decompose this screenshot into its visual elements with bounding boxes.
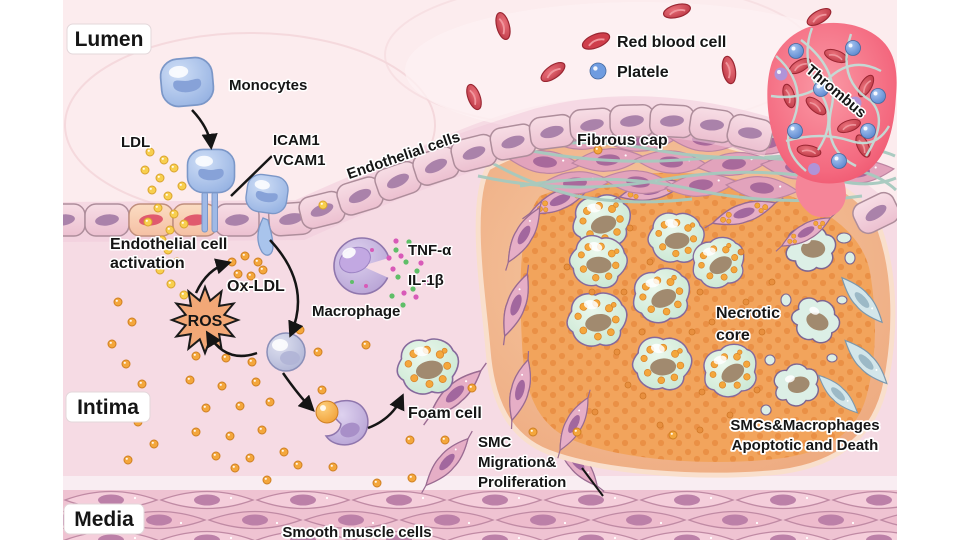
endothelial-activation-label-line1: Endothelial cell <box>110 236 227 253</box>
smc-label-line1: SMC <box>478 434 512 451</box>
media-label: Media <box>74 508 134 531</box>
necrotic-core-label-line2: core <box>716 327 750 344</box>
vcam1-label: VCAM1 <box>273 152 326 169</box>
apoptotic-cells <box>760 225 894 419</box>
smc-label-line3: Proliferation <box>478 474 566 491</box>
platelet-label: Platele <box>617 64 669 81</box>
engulfed-oxldl-particle <box>315 400 339 424</box>
red-blood-cell-legend-icon <box>581 32 611 50</box>
monocyte-differentiating <box>266 332 306 372</box>
macrophage-label: Macrophage <box>312 303 400 320</box>
monocyte-adhering <box>186 148 236 233</box>
tnf-alpha-dots <box>389 239 423 308</box>
thrombus-region <box>767 22 897 218</box>
red-blood-cell-label: Red blood cell <box>617 34 726 51</box>
platelet-legend-icon <box>589 62 607 80</box>
endothelium <box>63 96 897 242</box>
il-1b-label: IL-1β <box>408 272 444 289</box>
intima-media-gap <box>63 476 897 492</box>
fibrous-cap-label: Fibrous cap <box>577 132 668 149</box>
lumen-label: Lumen <box>75 28 144 51</box>
process-arrows <box>191 109 405 430</box>
lumen-label-box <box>66 23 152 55</box>
lumen-highlight <box>405 2 875 138</box>
icam-vcam-receptor <box>201 191 208 233</box>
icam-pointer-line <box>230 155 273 197</box>
apoptotic-label-line1: SMCs&Macrophages <box>730 417 879 434</box>
monocyte-in-lumen <box>158 55 216 109</box>
il-1b-dots <box>386 238 429 300</box>
arrow-monocyte-adhesion <box>191 109 218 151</box>
thrombus-platelets <box>774 40 886 175</box>
macrophage-secreting <box>333 237 394 295</box>
foam-cell-label: Foam cell <box>408 405 482 422</box>
right-margin <box>897 0 960 540</box>
arrow-to-ros <box>205 330 258 358</box>
ox-ldl-label: Ox-LDL <box>227 278 285 295</box>
arrow-transmigration <box>269 239 304 338</box>
arrow-to-engulfing <box>281 372 315 412</box>
icam1-label: ICAM1 <box>273 132 320 149</box>
icam-vcam-receptor <box>211 191 218 233</box>
ldl-label: LDL <box>121 134 150 151</box>
ros-label: ROS <box>188 313 223 330</box>
region-labels: Lumen Intima Media <box>63 23 152 535</box>
media-layer <box>63 490 897 540</box>
smooth-muscle-cells-label: Smooth muscle cells <box>282 524 431 540</box>
intima-label-box <box>65 391 151 423</box>
necrotic-core-label-line1: Necrotic <box>716 305 780 322</box>
smc-migration-line <box>581 467 604 497</box>
intima-label: Intima <box>77 396 139 419</box>
diagram-content: Lumen Intima Media Monocytes LDL ICAM1 V… <box>63 0 897 540</box>
arrow-ros-to-oxldl <box>194 258 232 294</box>
endothelial-activation-label-line2: activation <box>110 255 185 272</box>
tnf-alpha-label: TNF-α <box>408 242 452 259</box>
apoptotic-label-line2: Apoptotic and Death <box>732 437 879 454</box>
monocyte-transmigrating <box>243 171 291 256</box>
macrophage-engulfing-oxldl <box>315 399 369 446</box>
arrow-to-foam-cell <box>367 393 405 430</box>
smc-label-line2: Migration& <box>478 454 556 471</box>
monocytes-label: Monocytes <box>229 77 307 94</box>
media-label-box <box>63 503 145 535</box>
left-margin <box>0 0 63 540</box>
